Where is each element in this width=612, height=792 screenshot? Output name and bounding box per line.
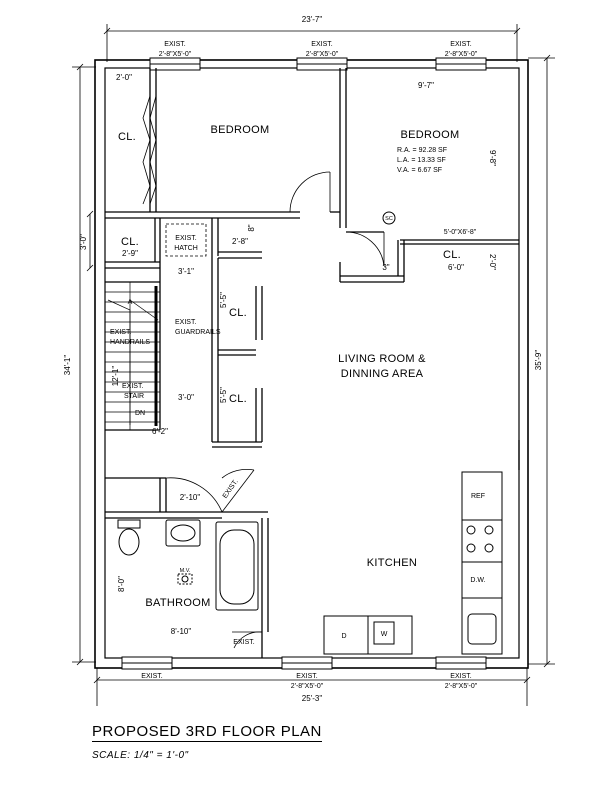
bathroom-label: BATHROOM (145, 597, 210, 609)
exist-stair-label-2: STAIR (124, 393, 144, 400)
window-label-size: 2'-8"X5'-0" (306, 51, 339, 58)
door-swings (142, 95, 385, 649)
dim-overall-right: 35'-9" (534, 350, 543, 371)
dim-bath-door: 2'-10" (180, 493, 201, 502)
dim-cl-small-left: 3'-0" (79, 234, 88, 250)
window-label-exist: EXIST. (141, 673, 162, 680)
window-label-exist: EXIST. (450, 41, 471, 48)
dimension-lines (72, 24, 555, 706)
closet-label: CL. (443, 249, 461, 261)
window-label-size: 2'-8"X5'-0" (445, 51, 478, 58)
living-room-label-1: LIVING ROOM & (338, 353, 426, 365)
dryer-label: D (341, 633, 346, 640)
interior-walls (105, 68, 520, 658)
kitchen-label: KITCHEN (367, 557, 417, 569)
exist-handrails-label-2: HANDRAILS (110, 339, 150, 346)
dim-overall-top: 23'-7" (302, 15, 323, 24)
dim-cl-right-depth: 2'-0" (488, 254, 497, 270)
dishwasher-label: D.W. (470, 577, 485, 584)
ref-label: REF (471, 493, 485, 500)
exist-hatch-label-1: EXIST. (175, 235, 196, 242)
dim-bath-depth: 8'-0" (117, 576, 126, 592)
exist-guardrails-label-2: GUARDRAILS (175, 329, 221, 336)
window-label-size: 2'-8"X5'-0" (159, 51, 192, 58)
bedroom-left-label: BEDROOM (211, 124, 270, 136)
area-va: V.A. = 6.67 SF (397, 167, 442, 174)
door-label-exist: EXIST. (222, 478, 240, 500)
exist-guardrails-label-1: EXIST. (175, 319, 196, 326)
exterior-walls (94, 57, 529, 670)
living-room-label-2: DINNING AREA (341, 368, 424, 380)
dim-stair-run: 12'-1" (111, 366, 120, 387)
stair-up-arrow: A (128, 299, 133, 306)
dim-overall-bottom: 25'-3" (302, 694, 323, 703)
dim-overall-left: 34'-1" (63, 355, 72, 376)
bath-window-size: 5'-0"X6'-8" (444, 229, 477, 236)
dim-cl-small-width: 2'-9" (122, 249, 138, 258)
closet-label: CL. (229, 393, 247, 405)
plan-scale: SCALE: 1/4" = 1'-0" (92, 750, 189, 761)
exist-hatch (165, 223, 207, 257)
dim-hall-width: 2'-8" (232, 237, 248, 246)
dim-cl-stair-tread: 3" (382, 263, 389, 272)
dim-hatch-width: 3'-1" (178, 267, 194, 276)
area-ra: R.A. = 92.28 SF (397, 147, 447, 154)
exist-handrails-label-1: EXIST. (110, 329, 131, 336)
dim-bedroom-right-width: 9'-7" (418, 81, 434, 90)
dim-closet-depth-1: 5'-5" (219, 292, 228, 308)
bathroom-fixtures (117, 211, 396, 611)
kitchen-fixtures (323, 471, 503, 655)
dim-bath-width: 8'-10" (171, 627, 192, 636)
dim-stair-width: 6'-2" (152, 427, 168, 436)
title-block: PROPOSED 3RD FLOOR PLAN SCALE: 1/4" = 1'… (92, 723, 322, 761)
smoke-detector: SC (385, 216, 393, 222)
dim-closet-depth-2: 5'-5" (219, 387, 228, 403)
closet-label: CL. (118, 131, 136, 143)
bedroom-right-label: BEDROOM (401, 129, 460, 141)
window-label-exist: EXIST. (296, 673, 317, 680)
door-label-exist: EXIST. (233, 639, 254, 646)
dim-cl-top-left: 2'-0" (116, 73, 132, 82)
window-label-size: 2'-8"X5'-0" (445, 683, 478, 690)
window-label-exist: EXIST. (164, 41, 185, 48)
closet-label: CL. (229, 307, 247, 319)
plan-title: PROPOSED 3RD FLOOR PLAN (92, 723, 322, 742)
stair-treads (105, 282, 160, 430)
window-label-exist: EXIST. (450, 673, 471, 680)
dim-hall-depth: 8" (247, 224, 256, 231)
dim-cl-right-width: 6'-0" (448, 263, 464, 272)
window-label-exist: EXIST. (311, 41, 332, 48)
dim-bedroom-right-depth: 9'-8" (488, 150, 497, 166)
window-label-size: 2'-8"X5'-0" (291, 683, 324, 690)
dim-stair-landing: 3'-0" (178, 393, 194, 402)
washer-label: W (381, 631, 388, 638)
exist-hatch-label-2: HATCH (174, 245, 198, 252)
area-la: L.A. = 13.33 SF (397, 157, 446, 164)
exist-stair-label-1: EXIST. (122, 383, 143, 390)
stair-down-label: DN (135, 410, 145, 417)
plan-labels: 23'-7" 25'-3" 34'-1" 35'-9" 3'-0" EXIST.… (63, 15, 543, 703)
mv-label: M.V. (180, 568, 191, 574)
closet-label: CL. (121, 236, 139, 248)
